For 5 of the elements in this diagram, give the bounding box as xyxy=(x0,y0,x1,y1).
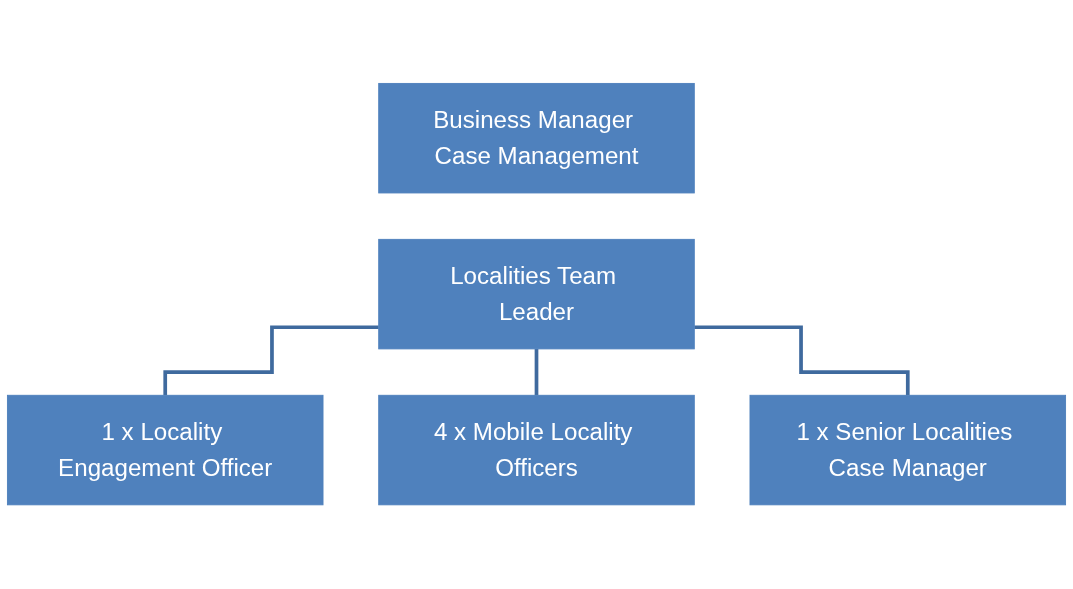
node-box: Business Manager Case Management xyxy=(378,83,695,194)
node-box: Localities Team Leader xyxy=(378,239,695,350)
node-box: 1 x Senior Localities Case Manager xyxy=(749,395,1067,506)
node-box: 1 x Locality Engagement Officer xyxy=(6,395,324,506)
node-box: 4 x Mobile Locality Officers xyxy=(378,395,695,506)
